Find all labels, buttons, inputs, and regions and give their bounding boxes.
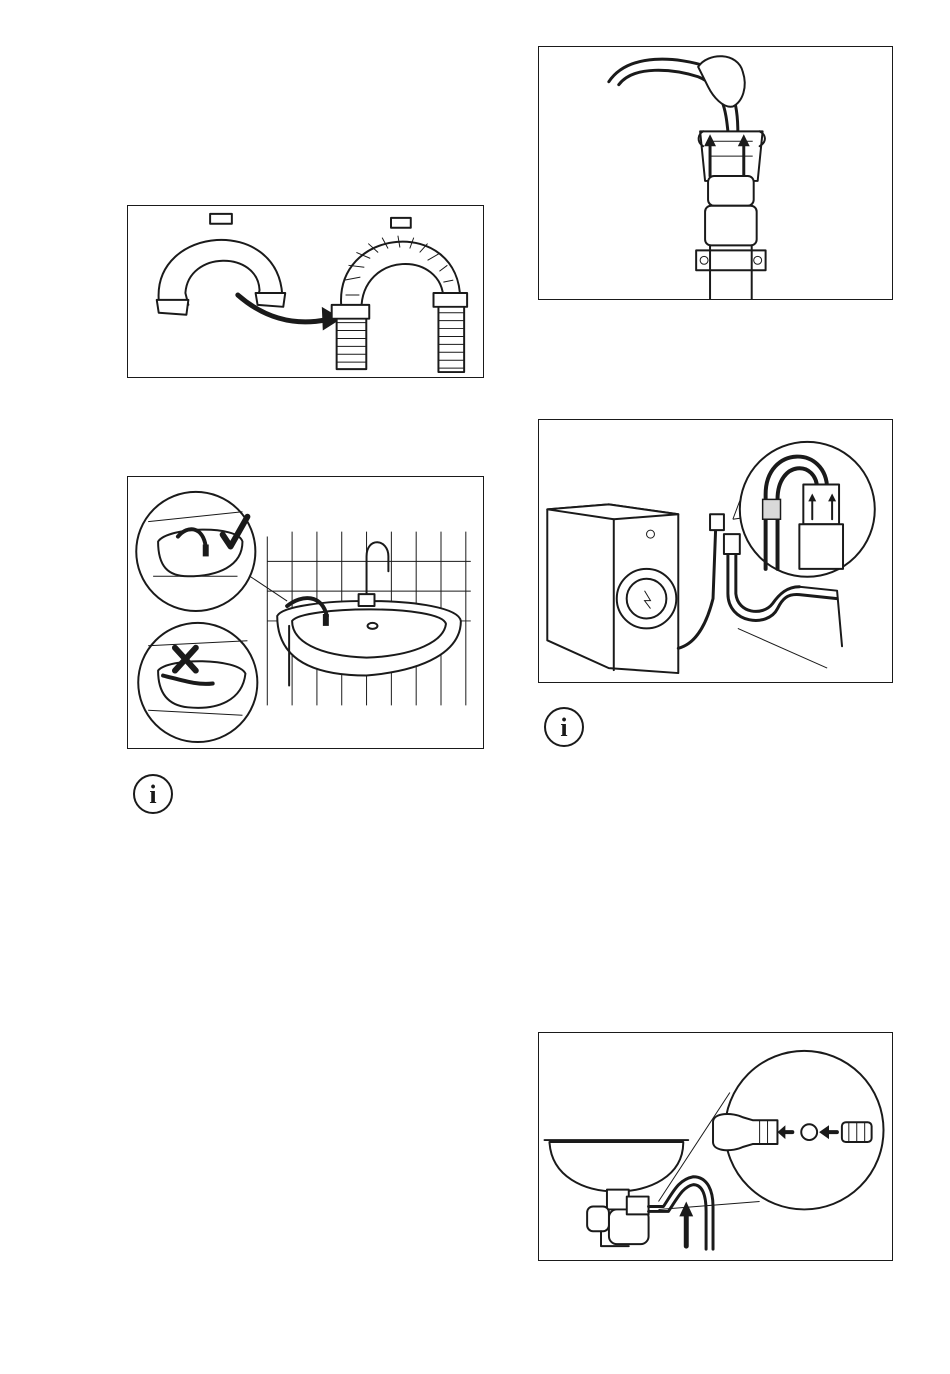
- info-icon: i: [543, 706, 585, 748]
- washing-machine-icon: [539, 420, 892, 682]
- svg-text:i: i: [149, 780, 156, 809]
- washbasin-icon: [128, 477, 483, 748]
- info-icon: i: [132, 773, 174, 815]
- standpipe-drain-figure: [538, 46, 893, 300]
- machine-drain-figure: [538, 419, 893, 683]
- u-hose-guide-icon: [128, 206, 483, 377]
- standpipe-icon: [539, 47, 892, 299]
- sink-trap-icon: [539, 1033, 892, 1260]
- washbasin-drain-figure: [127, 476, 484, 749]
- sink-spigot-drain-figure: [538, 1032, 893, 1261]
- hose-guide-figure: [127, 205, 484, 378]
- svg-text:i: i: [560, 713, 567, 742]
